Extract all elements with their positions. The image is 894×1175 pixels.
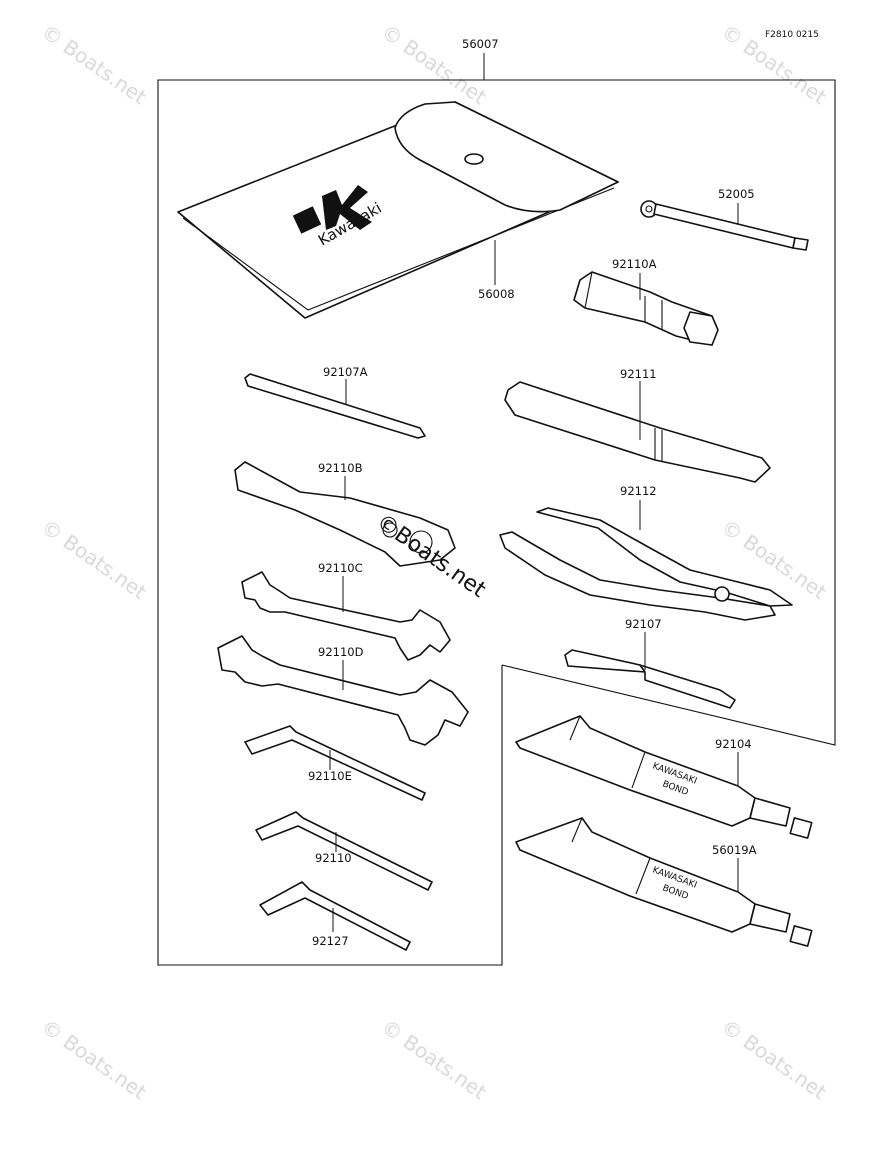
part-label-plug-wrench: 92110A: [612, 257, 657, 271]
watermark: © Boats.net: [377, 19, 491, 109]
bond-tube-2: KAWASAKI BOND 56019A: [515, 817, 813, 947]
screwdriver: 92107: [564, 617, 736, 709]
watermark: © Boats.net: [37, 19, 151, 109]
handle-bar: 92111: [504, 367, 771, 483]
part-label-hex-wrench-e: 92110E: [308, 769, 352, 783]
watermark: © Boats.net: [717, 1014, 831, 1104]
part-label-pliers: 92112: [620, 484, 657, 498]
watermark: © Boats.net: [37, 1014, 151, 1104]
kit-frame: [157, 79, 836, 966]
part-label-hex-wrench: 92110: [315, 851, 352, 865]
part-label-bond-tube-2: 56019A: [712, 843, 757, 857]
figure-code: F2810 0215: [765, 30, 819, 40]
part-label-bond-tube-1: 92104: [715, 737, 752, 751]
watermark: © Boats.net: [37, 514, 151, 604]
part-label-small-screwdriver: 92107A: [323, 365, 368, 379]
part-label-screwdriver: 92107: [625, 617, 662, 631]
bond-tube-1: KAWASAKI BOND 92104: [515, 715, 813, 839]
part-label-case: 56008: [478, 287, 515, 301]
part-label-box-wrench: 92110B: [318, 461, 363, 475]
part-label-handle-bar: 92111: [620, 367, 657, 381]
tool-case: Kawasaki 56008: [177, 101, 619, 319]
pliers: 92112: [499, 484, 793, 621]
box-wrench: 92110B: [234, 461, 456, 567]
part-label-open-wrench-c: 92110C: [318, 561, 363, 575]
small-screwdriver: 92107A: [244, 365, 426, 439]
part-label-toolkit: 56007: [462, 37, 499, 51]
hex-wrench: 92110: [255, 811, 433, 891]
watermark: © Boats.net: [377, 1014, 491, 1104]
screwdriver-handle: 52005: [640, 187, 809, 251]
hex-wrench-large: 92127: [259, 881, 411, 951]
open-wrench-c: 92110C: [241, 561, 451, 661]
open-wrench-d: 92110D: [217, 635, 469, 746]
part-label-open-wrench-d: 92110D: [318, 645, 364, 659]
plug-wrench: 92110A: [573, 257, 719, 346]
hex-wrench-e: 92110E: [244, 725, 426, 801]
part-label-hex-wrench-large: 92127: [312, 934, 349, 948]
part-label-screwdriver-handle: 52005: [718, 187, 755, 201]
